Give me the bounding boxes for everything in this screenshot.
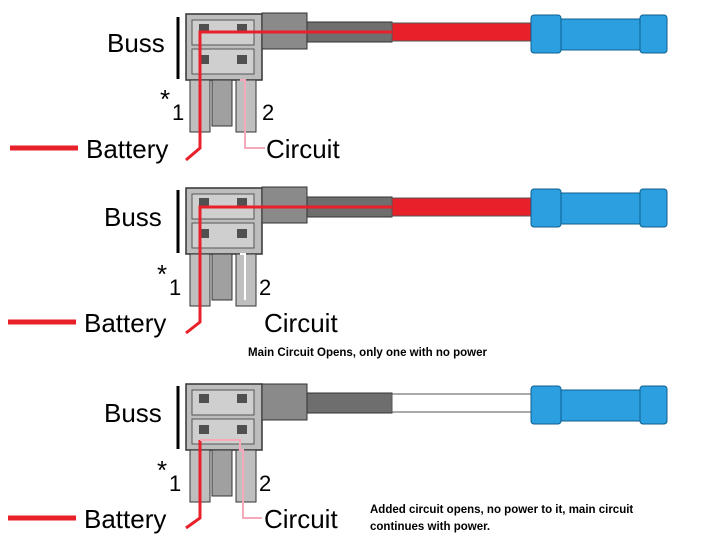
power-bridge	[200, 439, 262, 519]
star-marker: *	[157, 259, 167, 289]
wire-boot	[261, 383, 308, 421]
circuit-path-open	[240, 253, 246, 300]
buss-label: Buss	[104, 202, 162, 232]
circuit-path	[240, 79, 265, 149]
fuse-holder	[185, 13, 263, 81]
battery-label: Battery	[86, 134, 168, 164]
terminal-2-label: 2	[259, 275, 271, 300]
terminal-2-label: 2	[259, 471, 271, 496]
star-marker: *	[157, 455, 167, 485]
note-line-1: Added circuit opens, no power to it, mai…	[370, 504, 633, 516]
panel-main-opens: Buss * 1 2 Battery Circuit Main Circuit …	[8, 186, 668, 359]
power-path	[185, 440, 202, 530]
circuit-label: Circuit	[264, 504, 338, 534]
blade-legs	[189, 253, 257, 307]
note-line-1: Main Circuit Opens, only one with no pow…	[248, 347, 487, 359]
panel-added-opens: Buss * 1 2 Battery Circuit Added circuit…	[8, 383, 668, 534]
terminal-1-label: 1	[169, 471, 181, 496]
power-path	[185, 30, 392, 162]
insulation-sleeve	[306, 392, 393, 414]
lead-wire-unpowered	[391, 393, 533, 413]
circuit-label: Circuit	[264, 308, 338, 338]
wire-boot	[261, 186, 308, 224]
buss-label: Buss	[107, 28, 165, 58]
lead-wire	[391, 197, 533, 217]
circuit-label: Circuit	[266, 134, 340, 164]
butt-connector	[530, 14, 668, 54]
power-path	[185, 205, 392, 335]
battery-label: Battery	[84, 308, 166, 338]
fuse-holder	[185, 383, 263, 451]
fuse-holder	[185, 187, 263, 255]
star-marker: *	[160, 84, 170, 114]
terminal-2-label: 2	[262, 100, 274, 125]
battery-label: Battery	[84, 504, 166, 534]
note-line-2: continues with power.	[370, 521, 490, 533]
butt-connector	[530, 188, 668, 228]
terminal-1-label: 1	[172, 100, 184, 125]
terminal-1-label: 1	[169, 275, 181, 300]
panel-normal: Buss * 1 2 Battery Circuit	[10, 12, 668, 164]
buss-label: Buss	[104, 398, 162, 428]
blade-legs	[189, 449, 257, 503]
lead-wire	[391, 22, 533, 42]
butt-connector	[530, 385, 668, 425]
